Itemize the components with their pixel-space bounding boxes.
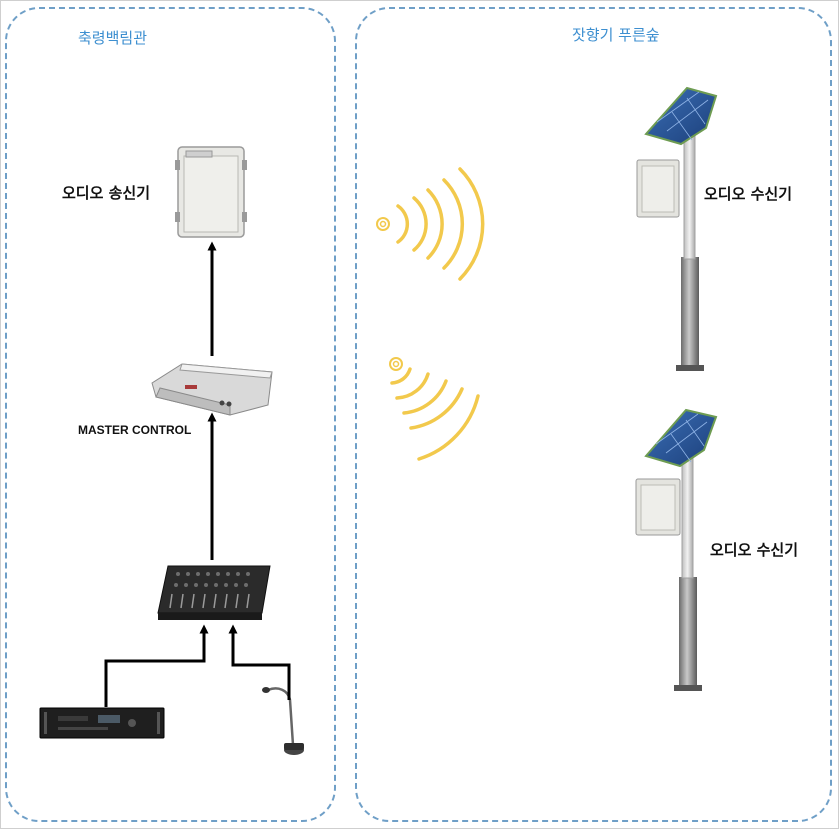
audio-mixer-device	[157, 565, 271, 620]
audio-player-rack-device	[39, 707, 165, 739]
gooseneck-microphone-device	[262, 687, 304, 755]
radio-waves-icon-upper	[376, 167, 485, 281]
solar-panel-2	[644, 408, 718, 468]
audio-transmitter-device	[175, 146, 247, 238]
solar-panel-1	[644, 86, 718, 146]
zone-title-left: 축령백림관	[78, 29, 148, 47]
arrow-player-to-mixer	[104, 624, 209, 707]
forest-zone-right	[355, 7, 832, 822]
master-control-label: MASTER CONTROL	[78, 423, 192, 437]
zone-title-right: 잣향기 푸른숲	[572, 26, 660, 44]
audio-transmitter-label: 오디오 송신기	[62, 184, 151, 202]
master-control-device	[151, 363, 273, 416]
arrow-microphone-to-mixer	[228, 624, 291, 700]
audio-receiver-label-1: 오디오 수신기	[704, 185, 793, 203]
building-zone-left	[5, 7, 336, 822]
audio-receiver-pole-2	[635, 408, 718, 691]
audio-receiver-label-2: 오디오 수신기	[710, 541, 799, 559]
radio-waves-icon-lower	[389, 357, 480, 461]
audio-receiver-pole-1	[636, 86, 718, 371]
